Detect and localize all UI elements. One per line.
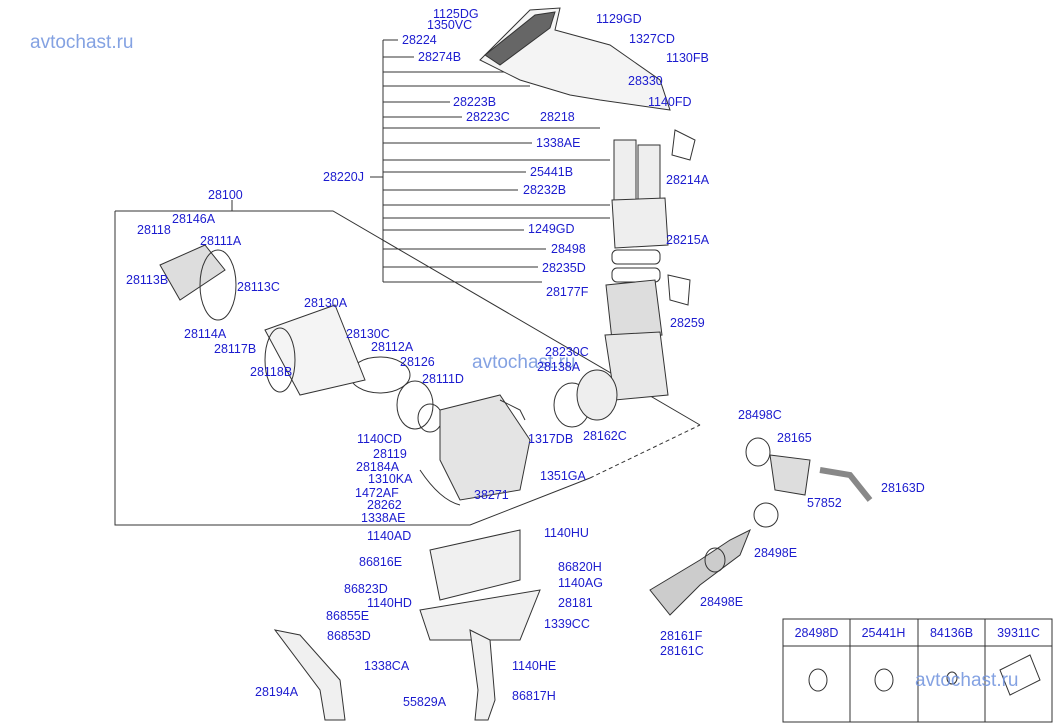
part-number-label: 28161F [660, 629, 703, 643]
part-number-label: 86855E [326, 609, 370, 623]
part-number-label: 28498E [754, 546, 798, 560]
group-box-28100 [114, 210, 701, 526]
part-number-label: 28498C [738, 408, 782, 422]
part-number-label: 28117B [214, 342, 257, 356]
table-header: 25441H [861, 626, 906, 640]
watermark: avtochast.ru [915, 670, 1019, 691]
part-number-label: 28111D [422, 372, 464, 386]
part-number-label: 28498E [700, 595, 744, 609]
part-grille [484, 11, 556, 66]
part-number-label: 28232B [523, 183, 567, 197]
part-number-label: 28230C [545, 345, 589, 359]
part-number-label: 28223B [453, 95, 497, 109]
part-number-label: 28330 [628, 74, 663, 88]
table-header: 84136B [929, 626, 974, 640]
watermark: avtochast.ru [30, 32, 134, 53]
part-bracket [429, 529, 521, 601]
part-number-label: 86817H [512, 689, 556, 703]
part-number-label: 28214A [666, 173, 710, 187]
part-number-label: 28184A [356, 460, 400, 474]
part-number-label: 28113B [126, 273, 169, 287]
part-number-label: 1140HD [367, 596, 412, 610]
part-number-label: 28162C [583, 429, 627, 443]
part-number-label: 28194A [255, 685, 299, 699]
part-bellows [605, 279, 663, 341]
part-number-label: 86820H [558, 560, 602, 574]
part-number-label: 1140CD [357, 432, 402, 446]
part-number-label: 28220J [323, 170, 365, 184]
part-number-label: 1472AF [355, 486, 399, 500]
part-number-label: 1339CC [544, 617, 590, 631]
part-number-label: 28177F [546, 285, 589, 299]
part-number-label: 28215A [666, 233, 710, 247]
part-number-label: 1350VC [427, 18, 473, 32]
part-number-label: 1351GA [540, 469, 586, 483]
part-number-label: 28130C [346, 327, 390, 341]
part-number-label: 1327CD [629, 32, 675, 46]
part-number-label: 28112A [371, 340, 414, 354]
part-number-label: 57852 [807, 496, 842, 510]
watermark: avtochast.ru [472, 352, 576, 373]
part-number-label: 1338AE [361, 511, 406, 525]
part-number-label: 86853D [327, 629, 371, 643]
part-number-label: 28114A [184, 327, 227, 341]
part-number-label: 28262 [367, 498, 402, 512]
part-number-label: 28126 [400, 355, 435, 369]
part-hose-28165 [769, 454, 811, 496]
part-number-label: 25441B [530, 165, 574, 179]
part-number-label: 28130A [304, 296, 348, 310]
part-number-label: 1140AD [367, 529, 412, 543]
table-header: 28498D [794, 626, 839, 640]
part-number-label: 55829A [403, 695, 447, 709]
part-number-label: 1249GD [528, 222, 575, 236]
bracket-28220J [370, 40, 384, 282]
part-manifold [611, 197, 669, 249]
part-tube [613, 139, 637, 201]
part-number-label: 28113C [237, 280, 280, 294]
part-number-label: 28100 [208, 188, 243, 202]
part-number-label: 28138A [537, 360, 581, 374]
part-filter-housing [439, 394, 531, 501]
part-number-label: 28111A [200, 234, 242, 248]
part-number-label: 28165 [777, 431, 812, 445]
part-number-label: 1338CA [364, 659, 410, 673]
part-number-label: 1140HU [544, 526, 589, 540]
part-filter-cover [159, 244, 226, 301]
part-number-label: 28163D [881, 481, 925, 495]
part-number-label: 28235D [542, 261, 586, 275]
part-number-label: 28218 [540, 110, 575, 124]
part-number-label: 1125DG [433, 7, 479, 21]
part-number-label: 28259 [670, 316, 705, 330]
part-number-label: 28146A [172, 212, 216, 226]
table-header: 39311C [997, 626, 1040, 640]
part-number-label: 1140FD [648, 95, 692, 109]
part-number-label: 1129GD [596, 12, 642, 26]
part-filter-element [264, 304, 366, 396]
part-support-28194A [273, 629, 346, 721]
part-number-label: 1338AE [536, 136, 581, 150]
part-number-label: 38271 [474, 488, 509, 502]
part-number-label: 1140HE [512, 659, 557, 673]
part-number-label: 28224 [402, 33, 437, 47]
part-number-label: 28119 [373, 447, 407, 461]
part-number-label: 28161C [660, 644, 704, 658]
bracket-lines [383, 39, 610, 283]
part-number-label: 1140AG [558, 576, 603, 590]
part-number-label: 28223C [466, 110, 510, 124]
part-number-label: 1317DB [528, 432, 574, 446]
part-number-label: 86823D [344, 582, 388, 596]
part-number-label: 86816E [359, 555, 403, 569]
part-number-label: 1310KA [368, 472, 413, 486]
part-number-label: 28274B [418, 50, 462, 64]
part-number-label: 28118 [137, 223, 171, 237]
part-number-label: 1130FB [666, 51, 709, 65]
part-number-label: 28118B [250, 365, 293, 379]
part-number-label: 28181 [558, 596, 593, 610]
part-number-label: 28498 [551, 242, 586, 256]
